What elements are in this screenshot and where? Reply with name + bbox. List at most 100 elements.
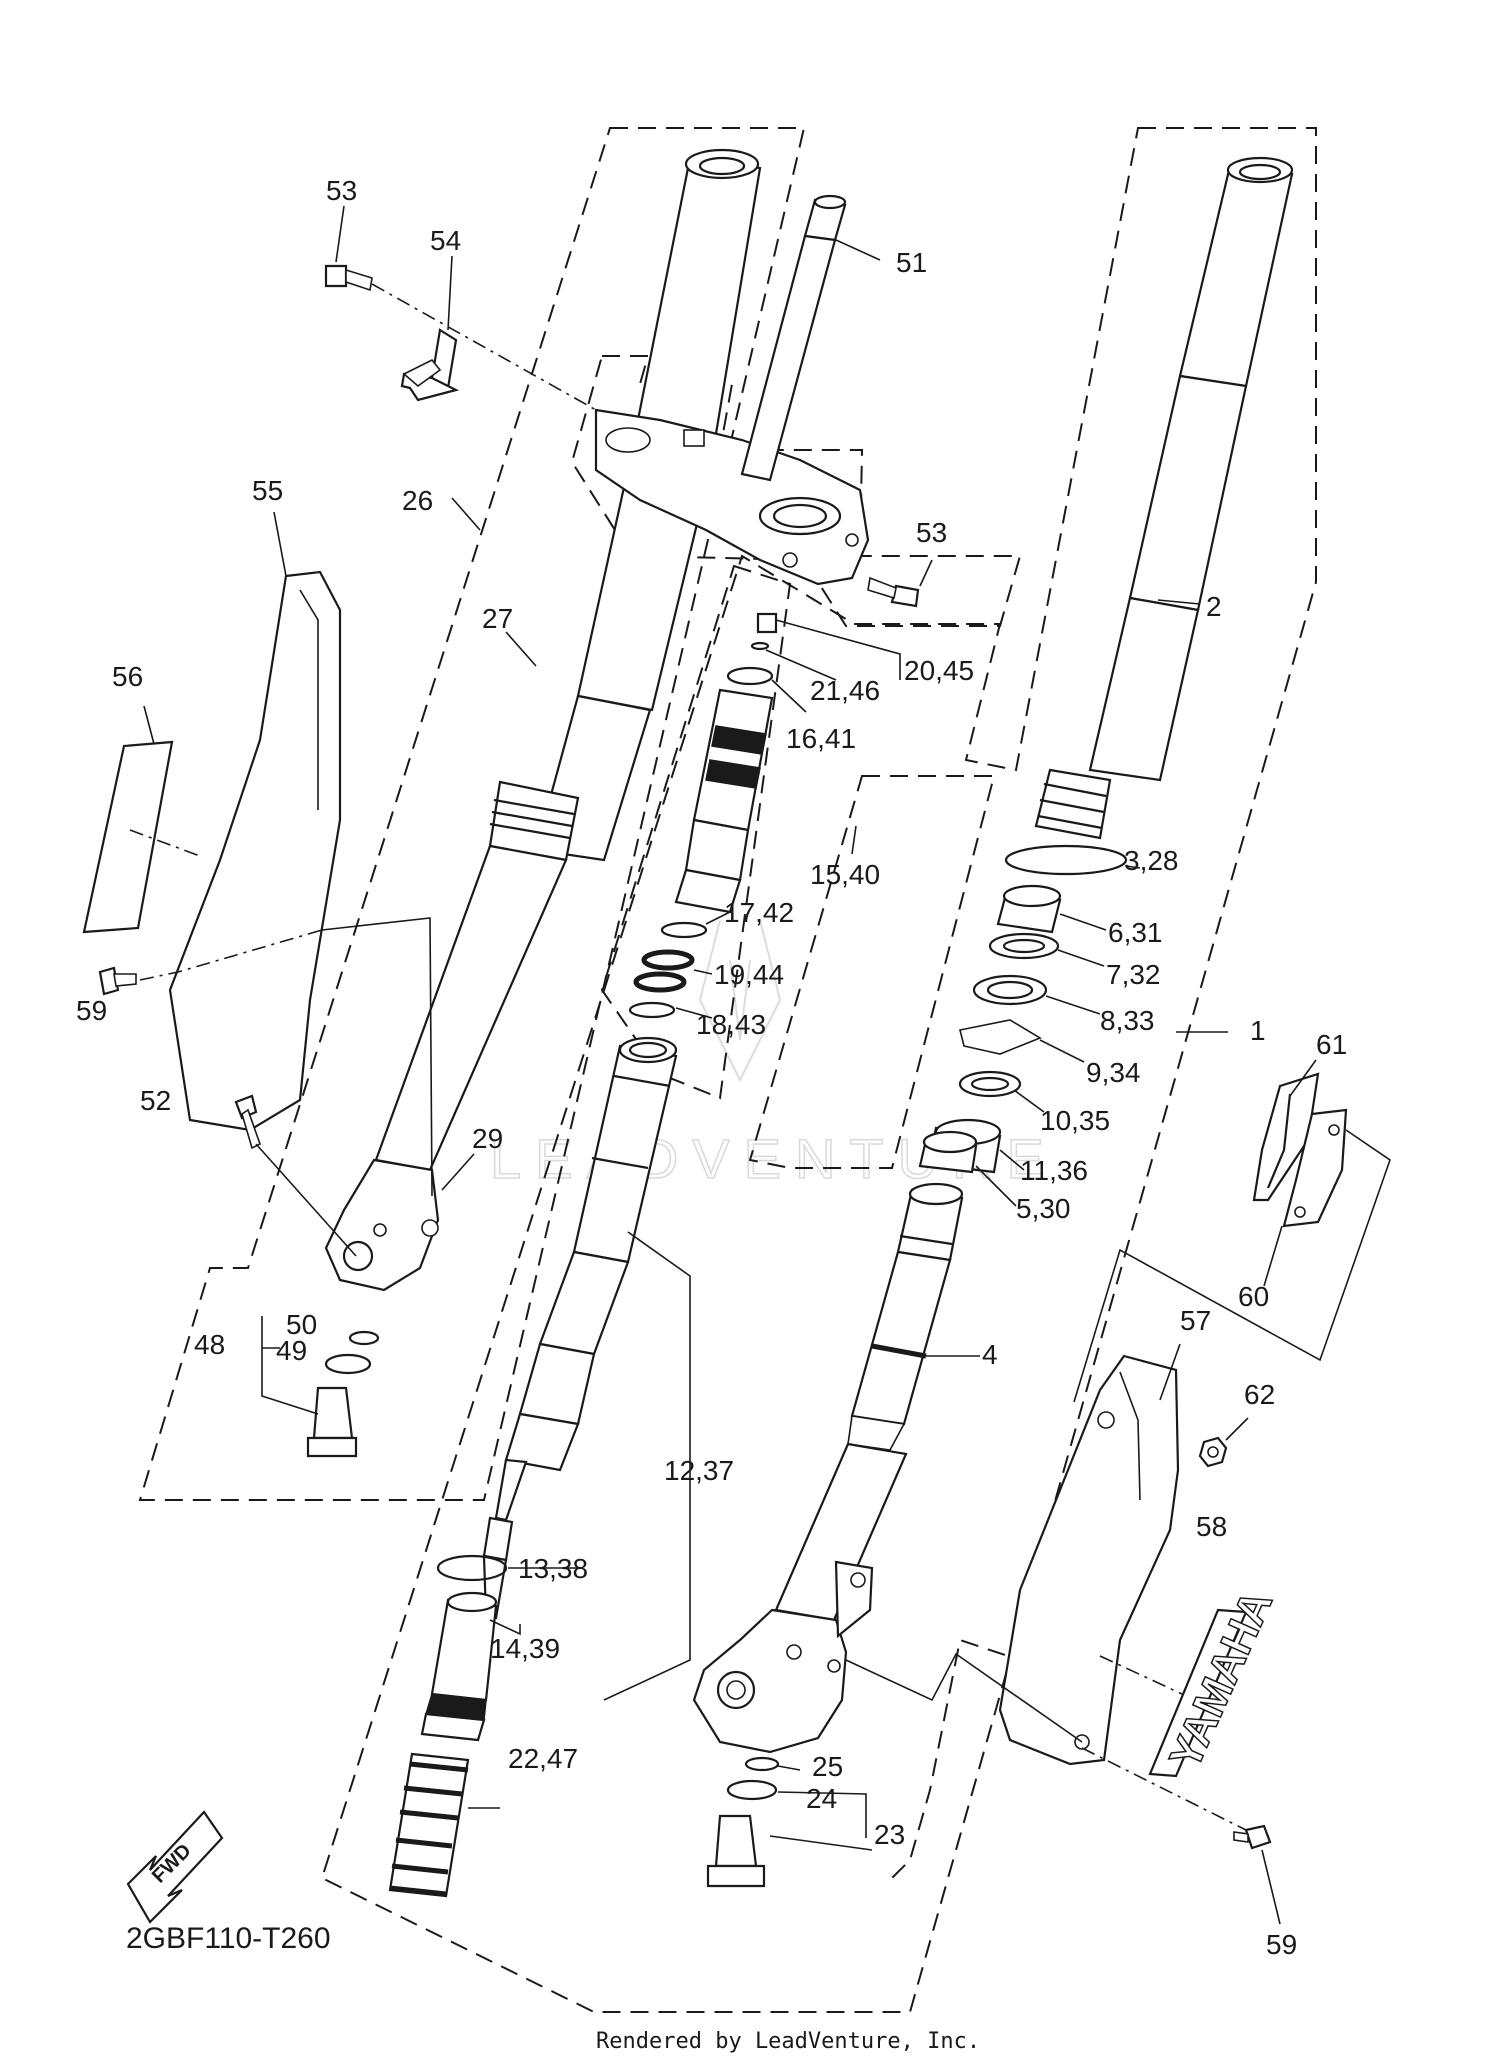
label-56-lead [143,705,155,745]
label-14-39: 14,39 [490,1633,560,1664]
fork-guard-57 [998,1354,1180,1766]
drain-bolt-23 [706,1814,766,1888]
oring-18 [628,1001,676,1019]
label-20-bracket [775,619,901,680]
bushing-5 [918,1130,978,1174]
washer-7 [988,932,1060,960]
label-8-33: 8,33 [1100,1005,1155,1036]
label-15-lead [851,825,857,855]
label-27-lead [505,631,537,667]
label-61-lead [1289,1059,1317,1097]
label-60: 60 [1238,1281,1269,1312]
label-29: 29 [472,1123,503,1154]
oring-50 [348,1330,380,1346]
label-51: 51 [896,247,927,278]
guard-clamp-60 [1282,1108,1348,1228]
label-19-lead [693,969,713,975]
valve-assembly-outline [600,564,792,1100]
seal-8 [972,974,1048,1006]
oring-25 [744,1756,780,1772]
label-23-bracket [769,1765,873,1851]
washer-49 [324,1353,372,1375]
label-9-34: 9,34 [1086,1057,1141,1088]
label-3-28: 3,28 [1124,845,1179,876]
label-51-lead [835,239,881,261]
fork-guard-55 [168,570,342,1132]
label-55-lead [273,511,287,577]
label-60-61-bracket [1073,1129,1391,1403]
label-1: 1 [1250,1015,1266,1046]
valve-body [674,688,774,914]
oring-17 [660,921,708,939]
label-25: 25 [812,1751,843,1782]
label-4: 4 [982,1339,998,1370]
nut-62 [1198,1436,1228,1468]
lower-right-outline [889,1609,1103,1881]
label-22-47: 22,47 [508,1743,578,1774]
label-13-38: 13,38 [518,1553,588,1584]
label-6-31: 6,31 [1108,917,1163,948]
label-21-46: 21,46 [810,675,880,706]
label-12-bracket [603,1231,691,1701]
bolt-52-line [255,1143,357,1257]
bushing-6 [996,884,1062,934]
label-27: 27 [482,603,513,634]
oring-21 [750,641,770,651]
decal-56 [82,740,174,934]
seal-10-inner [970,1076,1010,1092]
washer-24 [726,1779,778,1801]
drain-bolt-48 [306,1386,358,1458]
guard-55-mount-line [321,917,433,1197]
label-54: 54 [430,225,461,256]
label-12-37: 12,37 [664,1455,734,1486]
label-62: 62 [1244,1379,1275,1410]
bolt-52 [234,1094,261,1150]
fwd-arrow-icon: FWD [126,1810,224,1924]
outer-tube-subgroup-outline [748,775,996,1169]
label-10-35: 10,35 [1040,1105,1110,1136]
guard-clamp-61 [1252,1072,1320,1202]
label-7-lead [1057,949,1105,967]
label-53-right-lead [919,559,933,587]
seal-19-a [641,949,695,971]
label-17-lead [705,911,731,925]
right-axle-bracket [692,1560,874,1754]
label-59-right-lead [1261,1849,1281,1925]
left-fork-group-outline [138,127,806,1501]
label-54-lead [447,255,453,331]
steering-stem [740,194,847,482]
collar-14 [420,1591,498,1742]
ring-3 [1004,844,1128,876]
bolt-59-left-line [139,929,323,981]
label-14-lead [489,1619,521,1636]
right-outer-tube [1034,156,1294,840]
bolt-59-right [1233,1824,1272,1850]
valve-cap-20 [756,612,778,634]
label-16-lead [771,679,807,713]
left-fork-inner-tube [374,694,652,1172]
label-61: 61 [1316,1029,1347,1060]
bolt-53-right [867,576,920,608]
left-fork-axle-bracket [324,1158,440,1292]
seal-8-inner [986,980,1034,1000]
washer-7-inner [1002,938,1046,954]
label-59-left: 59 [76,995,107,1026]
label-7-32: 7,32 [1106,959,1161,990]
label-20-45: 20,45 [904,655,974,686]
right-inner-tube [774,1182,964,1622]
label-58: 58 [1196,1511,1227,1542]
label-60-lead [1263,1225,1283,1287]
label-62-lead [1225,1417,1249,1441]
seal-19-b [633,971,687,993]
label-21-lead [765,649,837,681]
label-56: 56 [112,661,143,692]
label-9-lead [1039,1039,1085,1063]
seal-10 [958,1070,1022,1098]
label-48: 48 [194,1329,225,1360]
bolt-59-right-line [1081,1747,1247,1831]
label-2: 2 [1206,591,1222,622]
label-49: 49 [276,1335,307,1366]
label-16-41: 16,41 [786,723,856,754]
label-18-lead [675,1007,713,1019]
label-55: 55 [252,475,283,506]
